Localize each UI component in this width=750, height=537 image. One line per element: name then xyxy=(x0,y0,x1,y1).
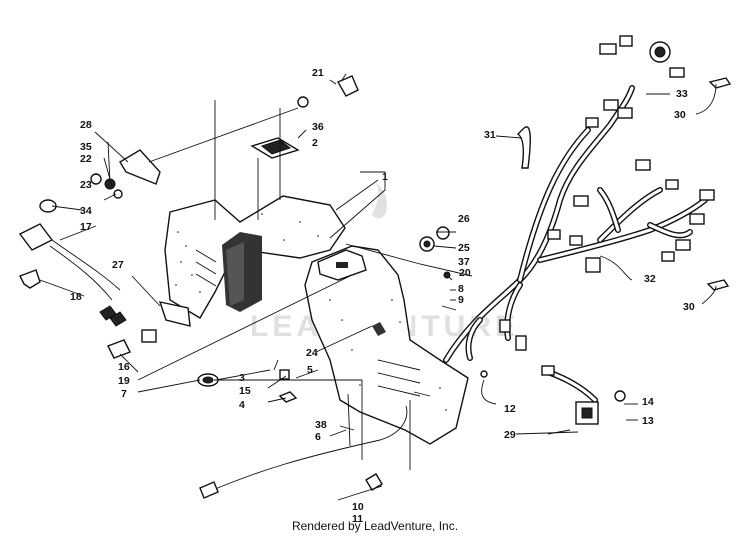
leader-lines xyxy=(39,79,717,501)
callout-labels: 1 2 3 4 5 6 7 8 9 10 11 12 13 14 15 16 1… xyxy=(70,67,695,525)
callout-5: 5 xyxy=(307,364,313,376)
callout-10: 10 xyxy=(352,501,364,513)
callout-17: 17 xyxy=(80,221,92,233)
callout-8: 8 xyxy=(458,283,464,295)
callout-31: 31 xyxy=(484,129,496,141)
small-parts xyxy=(18,73,732,499)
callout-28: 28 xyxy=(80,119,92,131)
callout-33: 33 xyxy=(676,88,688,100)
callout-3: 3 xyxy=(239,372,245,384)
callout-23: 23 xyxy=(80,179,92,191)
wiring-harness xyxy=(443,35,715,403)
callout-15: 15 xyxy=(239,385,251,397)
callout-30-top: 30 xyxy=(674,109,686,121)
callout-34: 34 xyxy=(80,205,92,217)
callout-36: 36 xyxy=(312,121,324,133)
callout-38: 38 xyxy=(315,419,327,431)
callout-16: 16 xyxy=(118,361,130,373)
callout-20: 20 xyxy=(459,267,471,279)
callout-2: 2 xyxy=(312,137,318,149)
callout-18: 18 xyxy=(70,291,82,303)
callout-35: 35 xyxy=(80,141,92,153)
callout-7: 7 xyxy=(121,388,127,400)
callout-9: 9 xyxy=(458,294,464,306)
callout-1: 1 xyxy=(382,171,388,183)
callout-22: 22 xyxy=(80,153,92,165)
callout-26: 26 xyxy=(458,213,470,225)
callout-11: 11 xyxy=(352,513,363,525)
callout-13: 13 xyxy=(642,415,654,427)
callout-27: 27 xyxy=(112,259,124,271)
callout-25: 25 xyxy=(458,242,470,254)
render-credit: Rendered by LeadVenture, Inc. xyxy=(291,519,459,533)
callout-32: 32 xyxy=(644,273,656,285)
callout-24: 24 xyxy=(306,347,318,359)
callout-37: 37 xyxy=(458,256,470,268)
callout-19: 19 xyxy=(118,375,130,387)
callout-12: 12 xyxy=(504,403,516,415)
callout-4: 4 xyxy=(239,399,245,411)
callout-21: 21 xyxy=(312,67,324,79)
callout-14: 14 xyxy=(642,396,654,408)
callout-29: 29 xyxy=(504,429,516,441)
callout-6: 6 xyxy=(315,431,321,443)
callout-30-bottom: 30 xyxy=(683,301,695,313)
dash-panel xyxy=(158,195,469,445)
